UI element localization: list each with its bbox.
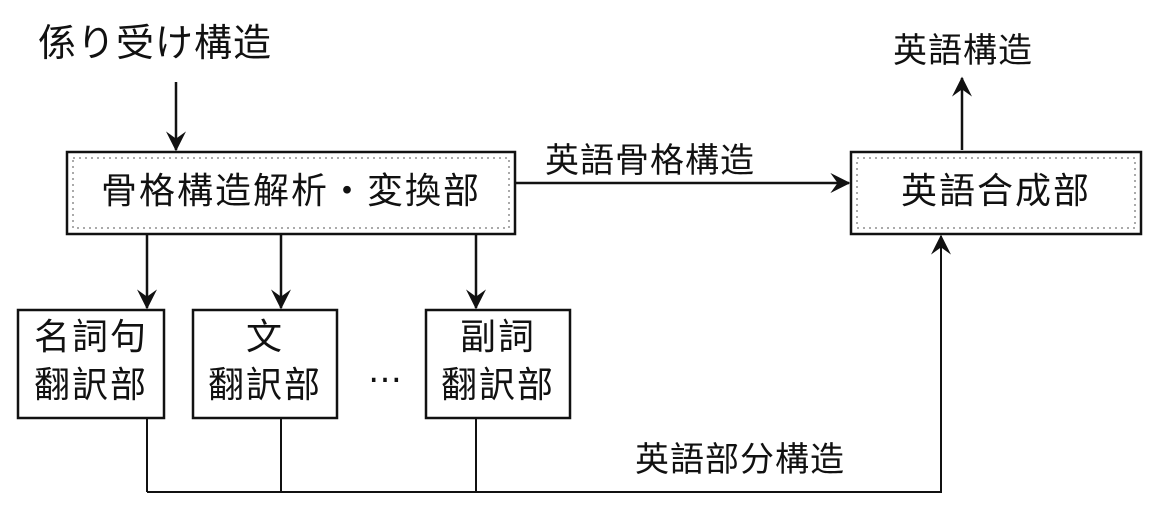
synthesizer-box: [849, 150, 1143, 236]
synthesizer-box-inner: [856, 157, 1136, 229]
adverb-translator-line1: 副詞: [459, 317, 536, 358]
partial-structure-bus: [147, 234, 951, 493]
sentence-translator-box: [191, 308, 339, 420]
synthesizer-label: 英語合成部: [900, 171, 1091, 212]
skeleton-edge-label: 英語骨格構造: [545, 141, 755, 181]
analyzer-box: [65, 150, 517, 236]
partial-edge-label: 英語部分構造: [635, 440, 845, 480]
output-label: 英語構造: [893, 31, 1033, 71]
adverb-translator-line2: 翻訳部: [440, 365, 555, 406]
adverb-translator-box: [424, 308, 572, 420]
sentence-translator-line1: 文: [245, 317, 284, 358]
ellipsis: …: [368, 351, 403, 391]
input-label: 係り受け構造: [38, 21, 273, 65]
noun-phrase-translator-line1: 名詞句: [33, 317, 148, 358]
analyzer-box-inner: [72, 157, 510, 229]
noun-phrase-translator-line2: 翻訳部: [33, 365, 148, 406]
analyzer-label: 骨格構造解析・変換部: [100, 171, 481, 212]
noun-phrase-translator-box: [16, 308, 166, 420]
sentence-translator-line2: 翻訳部: [207, 365, 322, 406]
